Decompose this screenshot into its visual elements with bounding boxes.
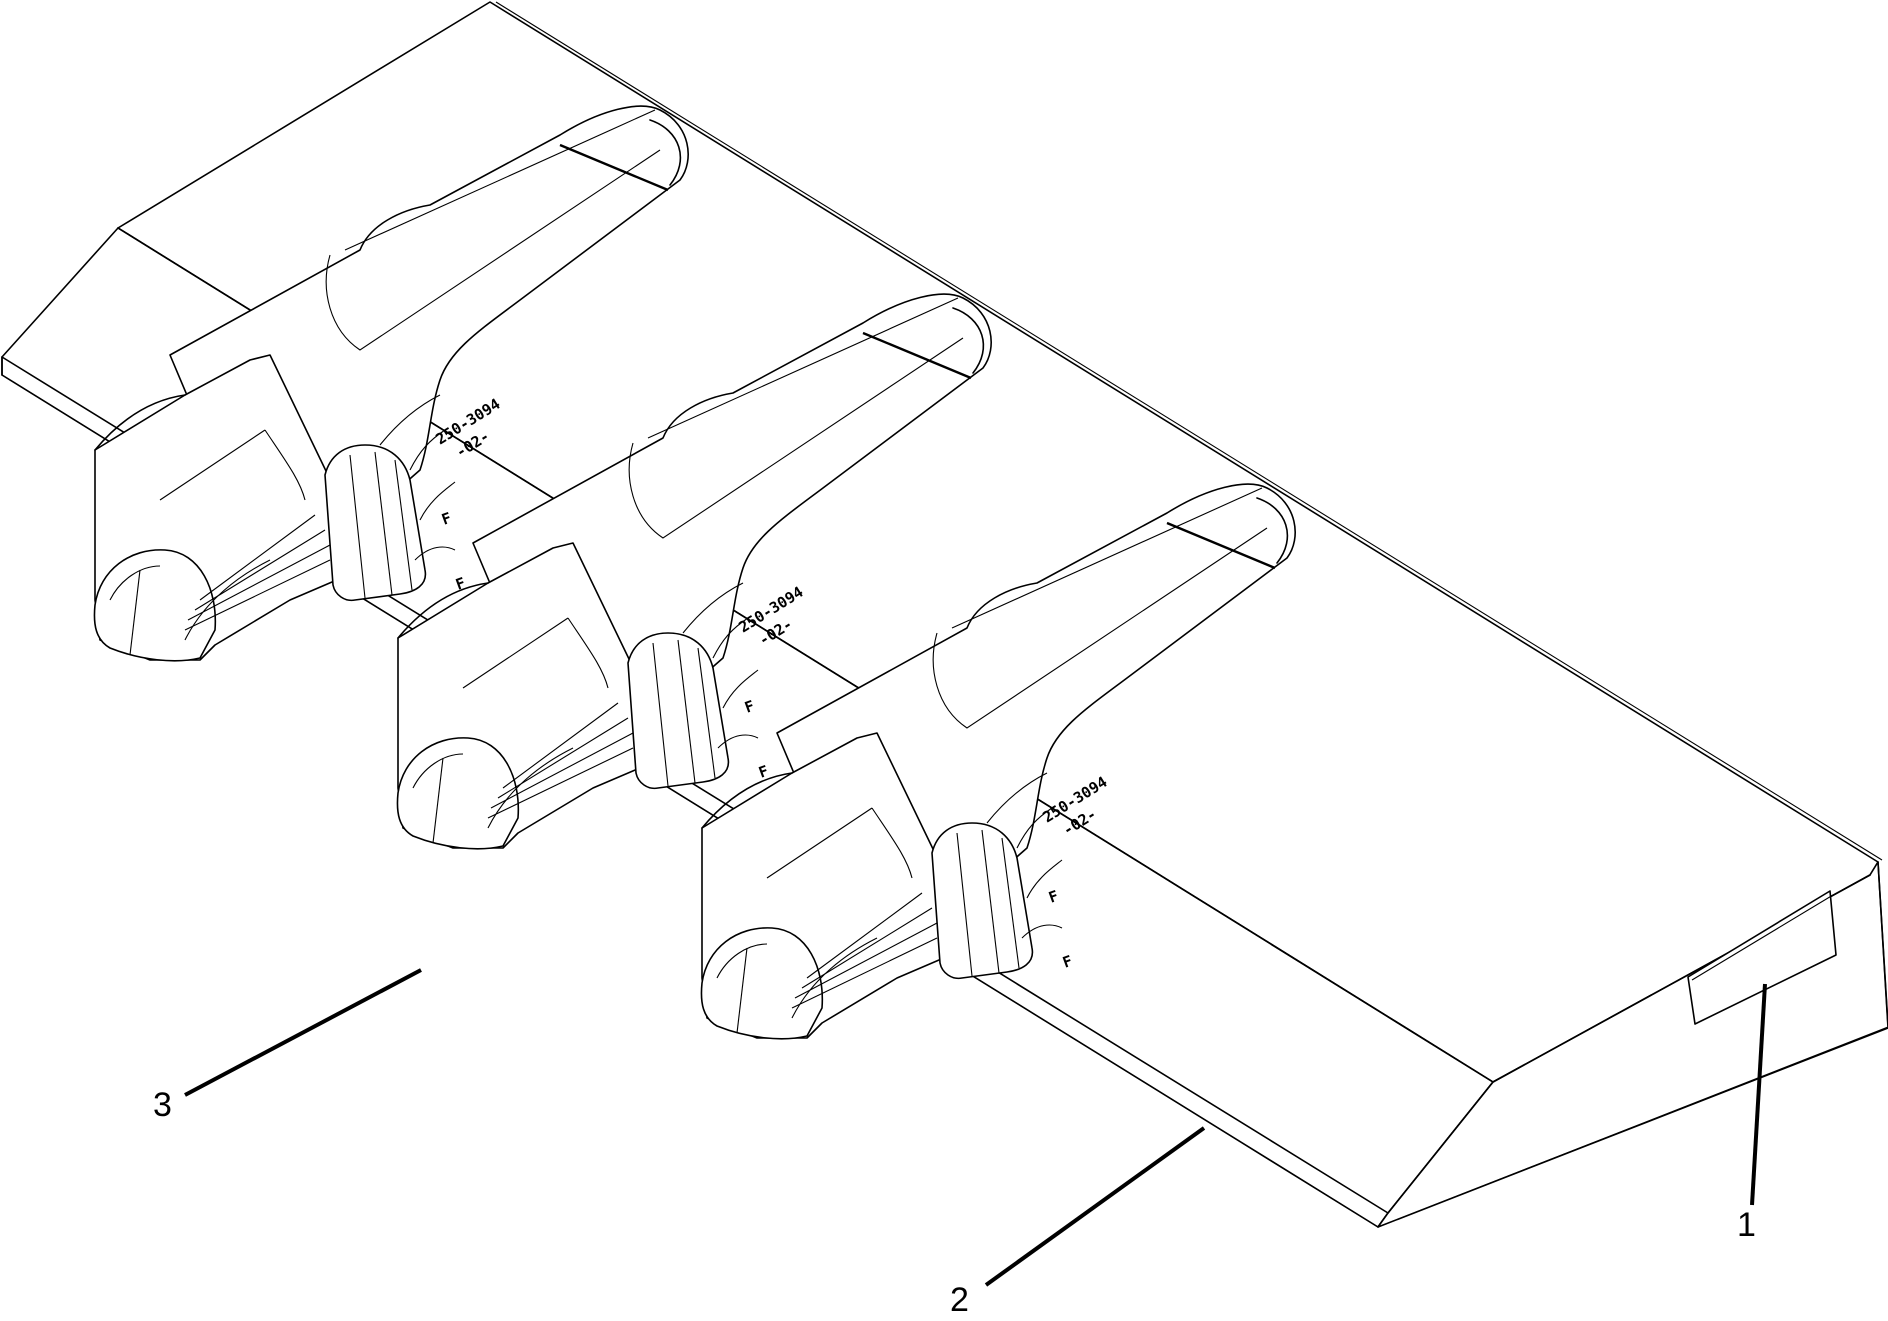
leader-line-2 <box>984 1126 1206 1287</box>
label-plate <box>1687 890 1837 1025</box>
callout-2: 2 <box>950 1281 969 1319</box>
leader-line-1 <box>1750 983 1767 1206</box>
callout-3: 3 <box>153 1086 172 1124</box>
leader-line-3 <box>184 968 422 1097</box>
callout-1: 1 <box>1737 1206 1756 1244</box>
